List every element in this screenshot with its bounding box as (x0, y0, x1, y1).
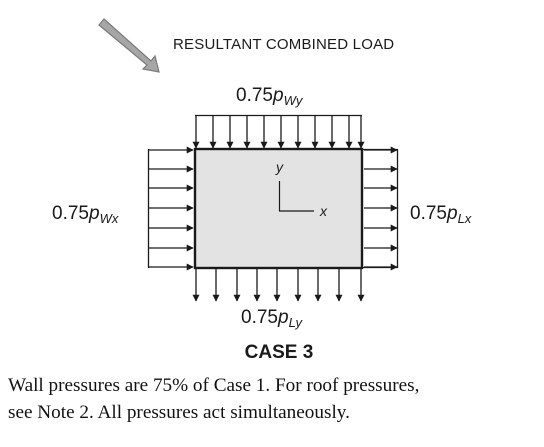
right-load-arrows (363, 146, 399, 271)
axis-indicator (278, 181, 314, 212)
resultant-load-title: RESULTANT COMBINED LOAD (173, 36, 394, 53)
left-load-label: 0.75pWx (52, 203, 119, 226)
case-label: CASE 3 (245, 342, 314, 363)
caption-line-2: see Note 2. All pressures act simultaneo… (8, 402, 350, 423)
axis-x-label: x (319, 203, 328, 219)
building-plan (193, 147, 364, 270)
axis-y-label: y (275, 159, 284, 175)
top-load-label: 0.75pWy (236, 85, 304, 108)
bottom-load-arrows (192, 269, 365, 302)
top-load-arrows (192, 114, 365, 149)
left-load-arrows (147, 146, 194, 271)
right-load-label: 0.75pLx (410, 203, 472, 226)
caption: Wall pressures are 75% of Case 1. For ro… (8, 372, 544, 426)
caption-line-1: Wall pressures are 75% of Case 1. For ro… (8, 375, 420, 396)
resultant-arrow-icon (98, 18, 160, 73)
bottom-load-label: 0.75pLy (241, 307, 304, 330)
